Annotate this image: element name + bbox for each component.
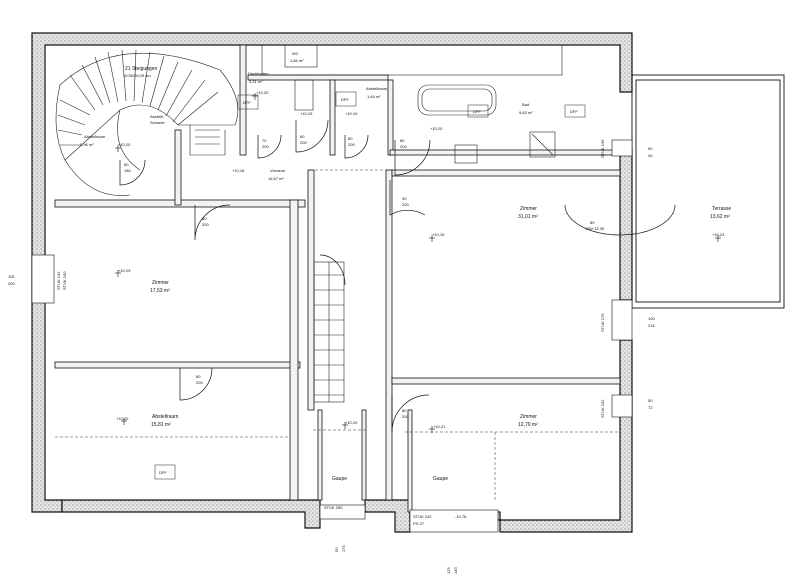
dff-markers bbox=[154, 91, 586, 480]
room-zimmer-so-name: Zimmer bbox=[520, 414, 537, 420]
room-gaupe-1-level: +10,20 bbox=[345, 420, 358, 425]
win-s-right-ext-2: 149 bbox=[453, 567, 458, 574]
room-terrasse-name: Terrasse bbox=[712, 206, 731, 212]
room-zimmer-west-name: Zimmer bbox=[152, 280, 169, 286]
interior-walls bbox=[54, 44, 621, 513]
windows bbox=[31, 139, 633, 533]
win-west-1: STUK 142 bbox=[56, 271, 61, 290]
room-abstellraum-sw2-level: +10,20 bbox=[116, 416, 129, 421]
win-s-mid: STUK 250 bbox=[324, 505, 343, 510]
door-dach-w: 70 bbox=[262, 138, 267, 143]
win-s-right-3: PH 27 bbox=[413, 521, 425, 526]
room-abstellraum-n-level: +10,19 bbox=[345, 111, 358, 116]
door-terr-w: 89 bbox=[590, 220, 595, 225]
win-e2: STUK 102 bbox=[600, 399, 605, 418]
room-abstellraum-sw-name: Abstellraum bbox=[84, 134, 106, 139]
win-s-right-2: -10,76 bbox=[455, 514, 467, 519]
room-abstellr-name: Abstellr. bbox=[150, 114, 164, 119]
door-abst-w: 60 bbox=[124, 162, 129, 167]
spiral-staircase bbox=[55, 49, 239, 196]
room-vorraum-name: Vorraum bbox=[270, 168, 286, 173]
door-wc-h: 200 bbox=[300, 140, 307, 145]
room-gaupe-2-name: Gaupe bbox=[433, 476, 448, 482]
dff-tag-5: DFF bbox=[243, 100, 251, 105]
room-terrasse-level: +10,23 bbox=[712, 232, 725, 237]
win-e1: STUK 179 bbox=[600, 313, 605, 332]
door-abn-w: 80 bbox=[348, 136, 353, 141]
room-zimmer-ost-level: +10,19 bbox=[432, 232, 445, 237]
room-abstellraum-sw2-name: Abstellraum bbox=[152, 414, 178, 420]
room-dachboden-level: +10,20 bbox=[256, 90, 269, 95]
room-dachboden-name: Dachboden bbox=[248, 71, 268, 76]
win-ne1-ext-2: 40 bbox=[648, 153, 653, 158]
room-abstellraum-sw-level: +10,20 bbox=[118, 142, 131, 147]
dff-tag-4: DFF bbox=[570, 109, 578, 114]
level-markers bbox=[115, 93, 721, 433]
room-wc-name: WC bbox=[292, 51, 299, 56]
terrace bbox=[631, 74, 785, 309]
room-abstellraum-sw-area: 2,96 m² bbox=[80, 142, 94, 147]
room-terrasse-area: 13,62 m² bbox=[710, 214, 730, 220]
dashed-lines bbox=[55, 169, 620, 500]
room-bad-area: 9,62 m² bbox=[519, 110, 533, 115]
door-zso-h: 200 bbox=[196, 380, 203, 385]
win-e2-ext-1: 50 bbox=[648, 398, 653, 403]
room-vorraum-area: 16,67 m² bbox=[268, 176, 284, 181]
room-zimmer-so-area: 12,70 m² bbox=[518, 422, 538, 428]
door-zw-h: 200 bbox=[202, 222, 209, 227]
win-s-mid-ext-1: 50 bbox=[334, 547, 339, 552]
door-swings bbox=[119, 119, 676, 433]
room-wc-area: 1,84 m² bbox=[290, 58, 304, 63]
door-abn-h: 200 bbox=[348, 142, 355, 147]
stair-dims: 16,50/26,09 cm bbox=[123, 73, 151, 78]
door-gaupe-h: 200 bbox=[402, 414, 409, 419]
door-zw-w: 80 bbox=[202, 216, 207, 221]
door-gaupe-w: 80 bbox=[402, 408, 407, 413]
win-s-right-1: STUK 242 bbox=[413, 514, 432, 519]
door-zo-h: 200 bbox=[402, 202, 409, 207]
door-zo-w: 90 bbox=[402, 196, 407, 201]
room-zimmer-ost-area: 31,01 m² bbox=[518, 214, 538, 220]
room-bad-level: +10,20 bbox=[430, 126, 443, 131]
room-vorraum-level: +10,18 bbox=[232, 168, 245, 173]
room-abstellraum-sw2-area: 15,81 m² bbox=[151, 422, 171, 428]
room-abstellr-sub: Schacht bbox=[150, 120, 165, 125]
door-wc-w: 60 bbox=[300, 134, 305, 139]
win-s-mid-ext-2: 175 bbox=[341, 545, 346, 552]
win-e2-ext-2: 72 bbox=[648, 405, 653, 410]
room-wc-level: +10,19 bbox=[300, 111, 313, 116]
dff-tag-1: DFF bbox=[159, 470, 167, 475]
win-s-right-ext-1: 125 bbox=[446, 567, 451, 574]
room-zimmer-ost-name: Zimmer bbox=[520, 206, 537, 212]
room-dachboden-area: 3,21 m² bbox=[249, 79, 263, 84]
win-west-ext-1: 115 bbox=[8, 274, 15, 279]
door-abst-h: 180 bbox=[124, 168, 131, 173]
win-ne1-ext-1: 50 bbox=[648, 146, 653, 151]
win-ne1: STUK 136 bbox=[600, 139, 605, 158]
room-bad-name: Bad bbox=[522, 102, 529, 107]
door-zso-w: 80 bbox=[196, 374, 201, 379]
win-e1-ext-1: 100 bbox=[648, 316, 655, 321]
straight-staircase bbox=[313, 261, 345, 403]
room-abstellraum-n-name: Abstellraum bbox=[366, 86, 388, 91]
win-e1-ext-2: 216 bbox=[648, 323, 655, 328]
dff-tag-3: DFF bbox=[473, 109, 481, 114]
room-zimmer-west-area: 17,53 m² bbox=[150, 288, 170, 294]
bath-fixtures bbox=[261, 44, 563, 164]
stair-label: 21 Steigungen bbox=[125, 66, 157, 72]
door-bad-h: 200 bbox=[400, 144, 407, 149]
room-gaupe-1-name: Gaupe bbox=[332, 476, 347, 482]
win-west-2: STUK 100 bbox=[62, 271, 67, 290]
door-bad-w: 80 bbox=[400, 138, 405, 143]
room-abstellraum-n-area: 1,64 m² bbox=[367, 94, 381, 99]
room-zimmer-so-level: +10,21 bbox=[433, 424, 446, 429]
door-terr-h: 155+13,35 bbox=[585, 226, 605, 231]
door-dach-h: 200 bbox=[262, 144, 269, 149]
room-zimmer-west-level: +10,29 bbox=[118, 268, 131, 273]
win-west-ext-2: 200 bbox=[8, 281, 15, 286]
dff-tag-2: DFF bbox=[341, 97, 349, 102]
